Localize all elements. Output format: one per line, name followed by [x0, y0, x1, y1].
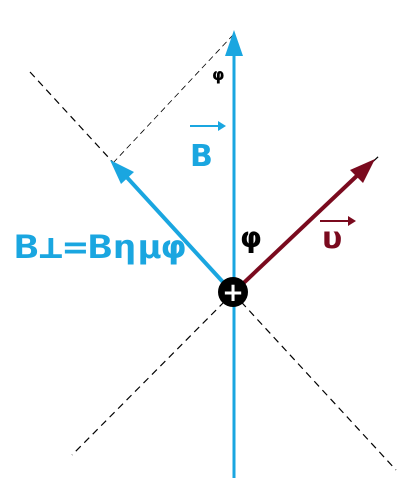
dashed-line-lower-right	[232, 292, 397, 471]
v-vector-overline-head	[348, 216, 356, 226]
velocity-arrowhead	[350, 159, 375, 183]
b-field-arrowhead	[225, 30, 243, 56]
charge-symbol: +	[222, 278, 244, 308]
b-perp-vector	[120, 170, 235, 295]
positive-charge-icon	[218, 277, 248, 307]
dashed-line-lower-left	[71, 292, 234, 456]
projection-line	[112, 34, 234, 164]
phi-label-top: φ	[212, 65, 225, 84]
b-vector-overline-head	[218, 121, 226, 131]
b-perp-label: B⊥=Bημφ	[14, 228, 186, 266]
b-perp-arrowhead	[110, 160, 134, 184]
v-vector-label: υ	[322, 221, 342, 256]
b-vector-label: B	[190, 139, 213, 174]
velocity-vector	[231, 169, 364, 295]
phi-label-angle: φ	[240, 221, 262, 254]
